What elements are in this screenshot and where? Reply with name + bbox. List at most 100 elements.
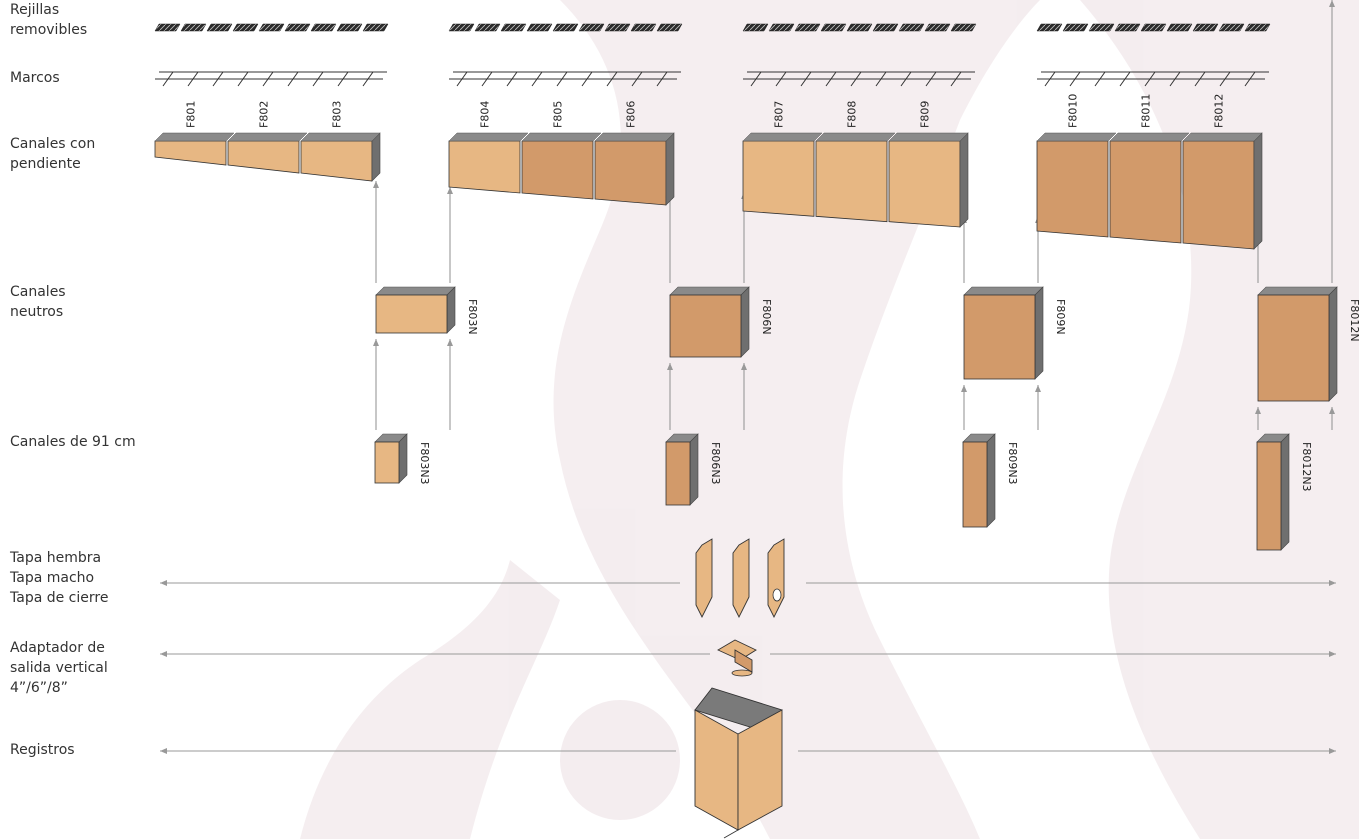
frame-anchor	[875, 71, 890, 87]
box-side-face	[986, 433, 996, 528]
catch-basin-side	[737, 709, 783, 831]
short-channel	[374, 433, 408, 484]
box-side-face	[1328, 286, 1338, 402]
grate-segment	[656, 23, 683, 32]
box-side-face	[1034, 286, 1044, 380]
sloped-channel-code: F8012	[1213, 94, 1226, 128]
short-channel	[962, 433, 996, 528]
sloped-channel-top	[521, 132, 602, 142]
sloped-channel-front	[594, 140, 667, 206]
grate-segment	[578, 23, 605, 32]
sloped-channel-end	[1253, 132, 1263, 250]
box-top-face	[669, 286, 750, 296]
frame-anchor	[481, 71, 496, 87]
row-label-sloped-channels: Canales con pendiente	[10, 134, 95, 174]
frame-anchor	[581, 71, 596, 87]
box-top-face	[375, 286, 456, 296]
neutral-channel	[963, 286, 1044, 380]
row-label-line: removibles	[10, 22, 88, 38]
frame-anchor	[337, 71, 352, 87]
grate-segment	[526, 23, 553, 32]
row-label-end-caps: Tapa hembra Tapa macho Tapa de cierre	[10, 548, 108, 608]
frame-anchor	[925, 71, 940, 87]
grate-segment	[768, 23, 795, 32]
grate-segment	[180, 23, 207, 32]
frame-anchor	[800, 71, 815, 87]
grate-segment	[630, 23, 657, 32]
row-label-line: pendiente	[10, 156, 81, 172]
short-channel-code: F806N3	[709, 442, 722, 485]
sloped-channel-top	[594, 132, 675, 142]
grate-segment	[924, 23, 951, 32]
outlet-adapter-pipe	[731, 669, 753, 677]
frame-anchor	[187, 71, 202, 87]
grate-segment	[552, 23, 579, 32]
frame-anchor	[162, 71, 177, 87]
sloped-channel-front	[815, 140, 888, 223]
grate-segment	[898, 23, 925, 32]
grate-segment	[1114, 23, 1141, 32]
grate-segment	[206, 23, 233, 32]
row-label-frames: Marcos	[10, 68, 60, 88]
grate-segment	[1140, 23, 1167, 32]
sloped-channel-end	[959, 132, 969, 228]
row-label-line: Marcos	[10, 70, 60, 86]
sloped-channel-segment	[227, 132, 308, 174]
sloped-channel-code: F807	[773, 101, 786, 128]
sloped-channel-front	[521, 140, 594, 200]
grate-segment	[1062, 23, 1089, 32]
box-front-face	[374, 441, 400, 484]
frame-anchor	[237, 71, 252, 87]
sloped-channel-segment	[521, 132, 602, 200]
row-label-line: salida vertical	[10, 660, 108, 676]
sloped-channel-segment	[888, 132, 969, 228]
neutral-channel-code: F806N	[760, 299, 773, 335]
sloped-channel-code: F805	[552, 101, 565, 128]
box-side-face	[1280, 433, 1290, 551]
neutral-channel	[375, 286, 456, 334]
grate-segment	[846, 23, 873, 32]
grate-segment	[1218, 23, 1245, 32]
sloped-channel-code: F808	[846, 101, 859, 128]
row-label-line: Tapa macho	[10, 570, 95, 586]
box-side-face	[689, 433, 699, 506]
box-side-face	[398, 433, 408, 484]
sloped-channel-code: F8011	[1140, 94, 1153, 128]
box-front-face	[1257, 294, 1330, 402]
row-label-line: Canales con	[10, 136, 96, 152]
box-front-face	[1256, 441, 1282, 551]
sloped-channel-segment	[1036, 132, 1117, 238]
box-top-face	[1257, 286, 1338, 296]
sloped-channel-front	[227, 140, 300, 174]
box-front-face	[962, 441, 988, 528]
end-cap	[732, 538, 750, 619]
short-channel-code: F809N3	[1006, 442, 1019, 485]
sloped-channel-code: F806	[625, 101, 638, 128]
frame-anchor	[631, 71, 646, 87]
sloped-channel-code: F803	[331, 101, 344, 128]
sloped-channel-segment	[1109, 132, 1190, 244]
frame-anchor	[1119, 71, 1134, 87]
frame-anchor	[531, 71, 546, 87]
watermark-dot	[560, 700, 680, 820]
frame-anchor	[1069, 71, 1084, 87]
sloped-channel-segment	[742, 132, 823, 217]
sloped-channel-segment	[448, 132, 529, 194]
sloped-channel-code: F804	[479, 101, 492, 128]
frame-anchor	[1144, 71, 1159, 87]
sloped-channel-code: F801	[185, 101, 198, 128]
frame-anchor	[1094, 71, 1109, 87]
row-label-line: Canales de 91 cm	[10, 434, 136, 450]
watermark-swirl-right	[1080, 0, 1359, 839]
grate-segment	[872, 23, 899, 32]
sloped-channel-front	[742, 140, 815, 217]
sloped-channel-top	[742, 132, 823, 142]
grate-segment	[742, 23, 769, 32]
frame-anchor	[606, 71, 621, 87]
sloped-channel-top	[300, 132, 381, 142]
sloped-channel-code: F802	[258, 101, 271, 128]
sloped-channel-segment	[300, 132, 381, 182]
row-label-91cm-channels: Canales de 91 cm	[10, 432, 136, 452]
frame-anchor	[456, 71, 471, 87]
frame-anchor	[900, 71, 915, 87]
